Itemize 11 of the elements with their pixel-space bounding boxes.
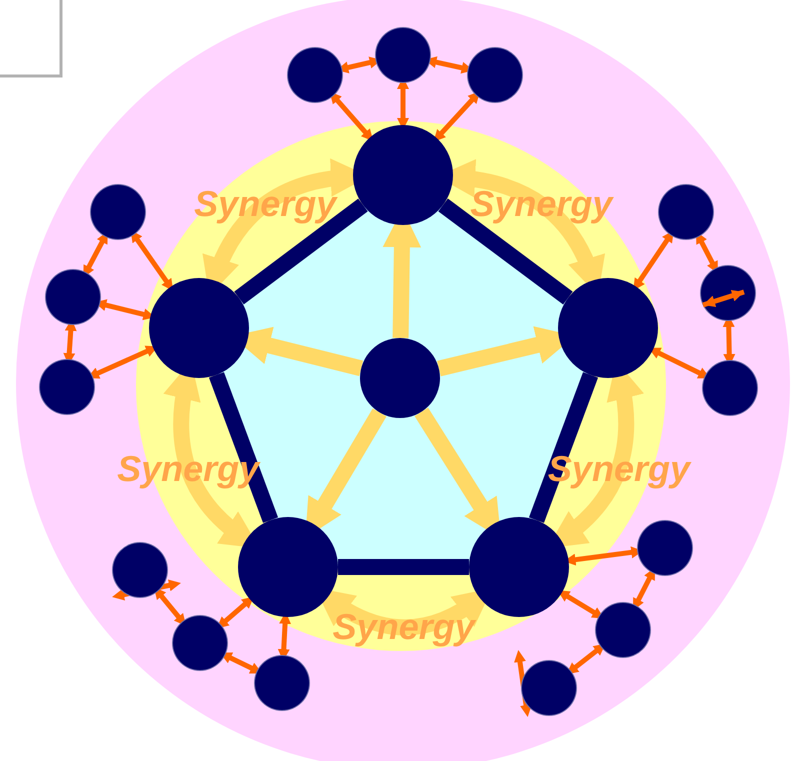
- pentagon-side: [208, 372, 278, 523]
- arrow: [514, 650, 532, 717]
- edge-label: Synergy: [332, 609, 475, 646]
- arrow: [702, 290, 745, 308]
- pentagon-side: [234, 198, 368, 304]
- arrow: [216, 596, 254, 629]
- pentagon-side: [438, 198, 573, 304]
- arrow: [330, 91, 374, 142]
- pentagon-side: [528, 372, 598, 523]
- arrow: [433, 91, 480, 142]
- pentagon-side: [338, 559, 469, 575]
